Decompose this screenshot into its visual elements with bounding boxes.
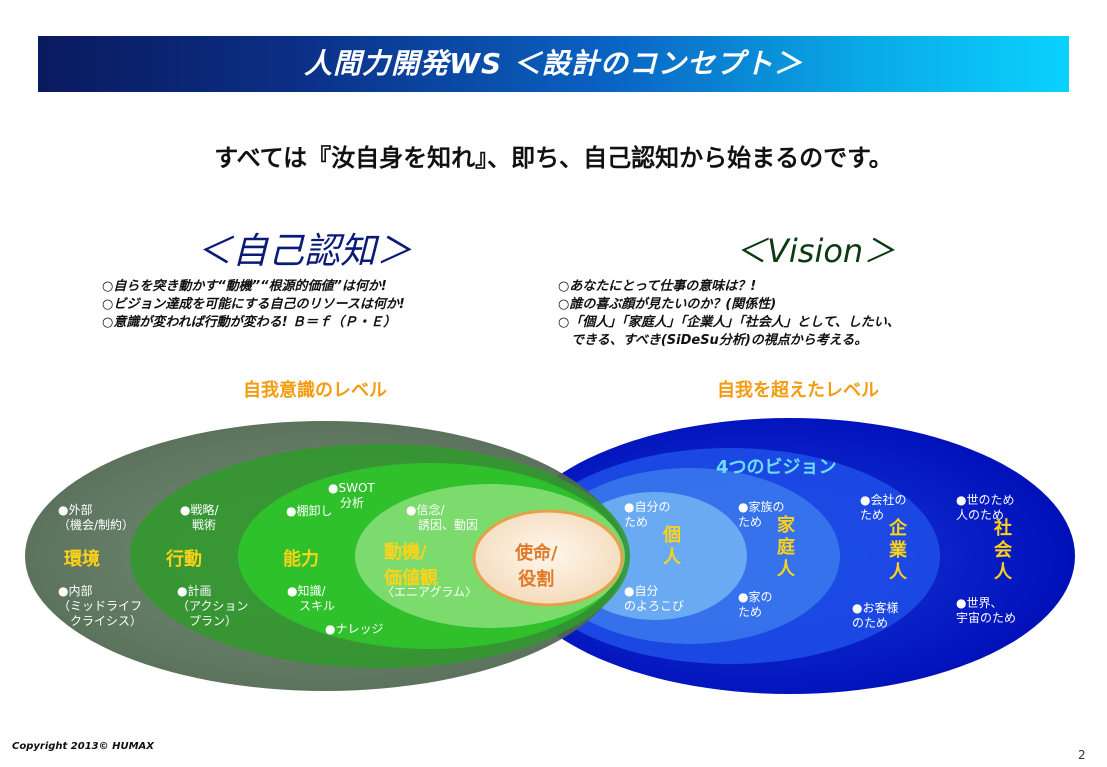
- action-label: 行動: [166, 549, 202, 570]
- title-banner: 人間力開発WS ＜設計のコンセプト＞: [38, 36, 1069, 92]
- action-strategy-label: ●戦略/ 戦術: [180, 503, 219, 532]
- world-purpose-label: ●世界、 宇宙のため: [956, 596, 1017, 625]
- motive-belief-label: ●信念/ 誘因、動因: [406, 503, 479, 532]
- page-title: 人間力開発WS ＜設計のコンセプト＞: [304, 47, 803, 80]
- corporate-label: 企業人: [889, 518, 907, 583]
- personal-label: 個人: [663, 525, 681, 568]
- env-label: 環境: [64, 549, 100, 570]
- enneagram-label: 〈エニアグラム〉: [382, 585, 478, 599]
- ability-knowledge-label: ●ナレッジ: [325, 622, 384, 636]
- society-purpose-label: ●世のため 人のため: [956, 493, 1015, 522]
- beyond-ego-level-label: 自我を超えたレベル: [717, 380, 879, 401]
- ability-swot-label: ●SWOT 分析: [328, 481, 375, 510]
- company-purpose-label: ●会社の ため: [860, 493, 907, 522]
- subtitle: すべては『汝自身を知れ』、即ち、自己認知から始まるのです。: [214, 144, 893, 172]
- ability-inventory-label: ●棚卸し: [286, 504, 333, 518]
- bullet: できる、すべき(SiDeSu分析)の視点から考える。: [558, 333, 868, 348]
- motive-label: 動機/ 価値観: [384, 542, 438, 589]
- household-label: ●家の ため: [738, 590, 773, 619]
- self-awareness-bullets: ○自らを突き動かす“動機”“根源的価値”は何か! ○ビジョン達成を可能にする自己…: [102, 278, 405, 332]
- mission-ellipse: [472, 509, 624, 607]
- personal-joy-label: ●自分 のよろこび: [624, 584, 685, 613]
- env-external-label: ●外部 （機会/制約）: [58, 503, 135, 532]
- ego-level-label: 自我意識のレベル: [243, 380, 387, 401]
- family-purpose-label: ●家族の ため: [738, 500, 785, 529]
- ability-knowledge-skill-label: ●知識/ スキル: [287, 584, 336, 613]
- env-internal-label: ●内部 （ミッドライフ クライシス）: [58, 584, 143, 628]
- bullet: ○「個人」「家庭人」「企業人」「社会人」として、したい、: [558, 315, 900, 330]
- customer-purpose-label: ●お客様 のため: [852, 601, 899, 630]
- personal-self-label: ●自分の ため: [624, 500, 671, 529]
- ability-label: 能力: [283, 549, 319, 570]
- copyright: Copyright 2013© HUMAX: [12, 741, 154, 752]
- social-label: 社会人: [994, 518, 1012, 583]
- vision-bullets: ○あなたにとって仕事の意味は？! ○誰の喜ぶ顔が見たいのか？(関係性) ○「個人…: [558, 278, 900, 350]
- bullet: ○あなたにとって仕事の意味は？!: [558, 279, 757, 294]
- vision-heading: ＜Vision＞: [735, 232, 896, 270]
- bullet: ○意識が変われば行動が変わる! Ｂ＝ｆ（Ｐ・Ｅ）: [102, 315, 397, 330]
- action-plan-label: ●計画 （アクション プラン）: [177, 584, 249, 628]
- bullet: ○自らを突き動かす“動機”“根源的価値”は何か!: [102, 279, 387, 294]
- four-visions-label: 4つのビジョン: [716, 457, 837, 478]
- bullet: ○誰の喜ぶ顔が見たいのか？(関係性): [558, 297, 777, 312]
- page-number: 2: [1078, 748, 1086, 762]
- bullet: ○ビジョン達成を可能にする自己のリソースは何か!: [102, 297, 405, 312]
- self-awareness-heading: ＜自己認知＞: [196, 231, 413, 272]
- mission-label: 使命/ 役割: [515, 543, 558, 590]
- family-label: 家庭人: [777, 515, 795, 580]
